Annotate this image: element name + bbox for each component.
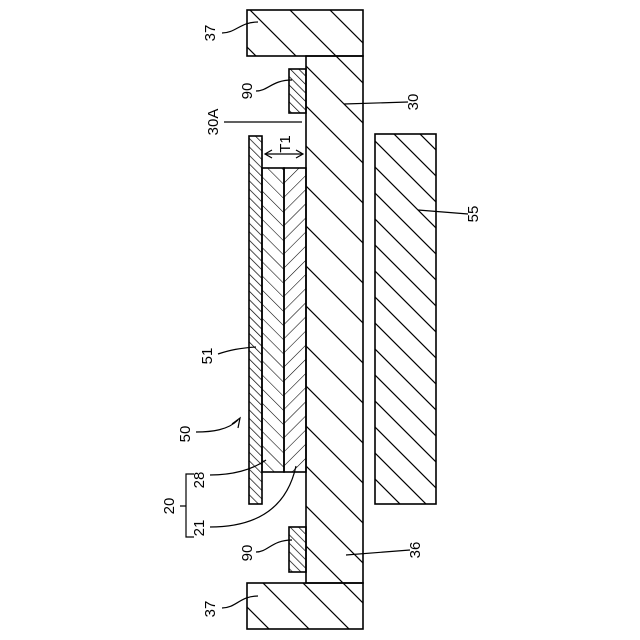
label-37-bottom: 37 xyxy=(202,601,219,618)
spacer-90-bottom xyxy=(289,527,306,572)
label-21: 21 xyxy=(191,520,208,537)
plate-30 xyxy=(306,56,363,583)
spacer-90-top xyxy=(289,69,306,113)
label-90-top: 90 xyxy=(239,83,256,100)
frame-37-bottom xyxy=(247,583,363,629)
leader-90-top xyxy=(256,80,292,91)
label-90-bottom: 90 xyxy=(239,545,256,562)
film-51 xyxy=(249,136,262,504)
label-51: 51 xyxy=(199,348,216,365)
label-36: 36 xyxy=(407,542,424,559)
label-37-top: 37 xyxy=(202,25,219,42)
label-55: 55 xyxy=(465,206,482,223)
arrow-50 xyxy=(232,418,240,428)
layer-21 xyxy=(284,168,306,472)
leader-90-bottom xyxy=(256,540,292,552)
label-28: 28 xyxy=(191,472,208,489)
frame-37-top xyxy=(247,10,363,56)
label-20: 20 xyxy=(161,498,178,515)
label-T1: T1 xyxy=(277,135,294,153)
member-55 xyxy=(375,134,436,504)
label-30A: 30A xyxy=(205,109,222,136)
label-30: 30 xyxy=(405,94,422,111)
leader-50 xyxy=(196,420,238,432)
label-50: 50 xyxy=(177,426,194,443)
layer-28 xyxy=(262,168,284,472)
